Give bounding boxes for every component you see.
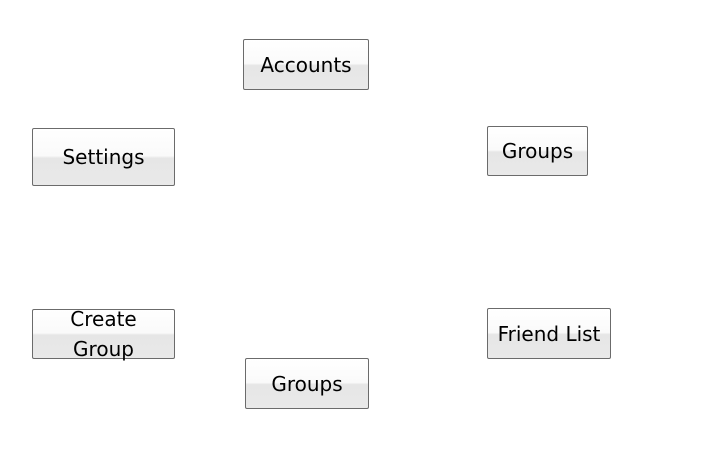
groups-button-label: Groups [501,139,574,163]
groups-bottom-button-label: Groups [271,371,343,396]
settings-button[interactable]: Settings [32,128,175,186]
create-group-label-line2: Group [73,337,134,361]
groups-button[interactable]: Groups [487,126,588,176]
friend-list-button-label: Friend List [497,321,601,346]
accounts-button-label: Accounts [260,52,352,77]
accounts-button[interactable]: Accounts [243,39,369,90]
create-group-button[interactable]: Create Group [32,307,175,361]
settings-button-label: Settings [62,145,145,169]
groups-bottom-button[interactable]: Groups [245,358,369,409]
create-group-button-label: Create Group [70,304,136,364]
friend-list-button[interactable]: Friend List [487,308,611,359]
create-group-label-line1: Create [70,307,137,331]
